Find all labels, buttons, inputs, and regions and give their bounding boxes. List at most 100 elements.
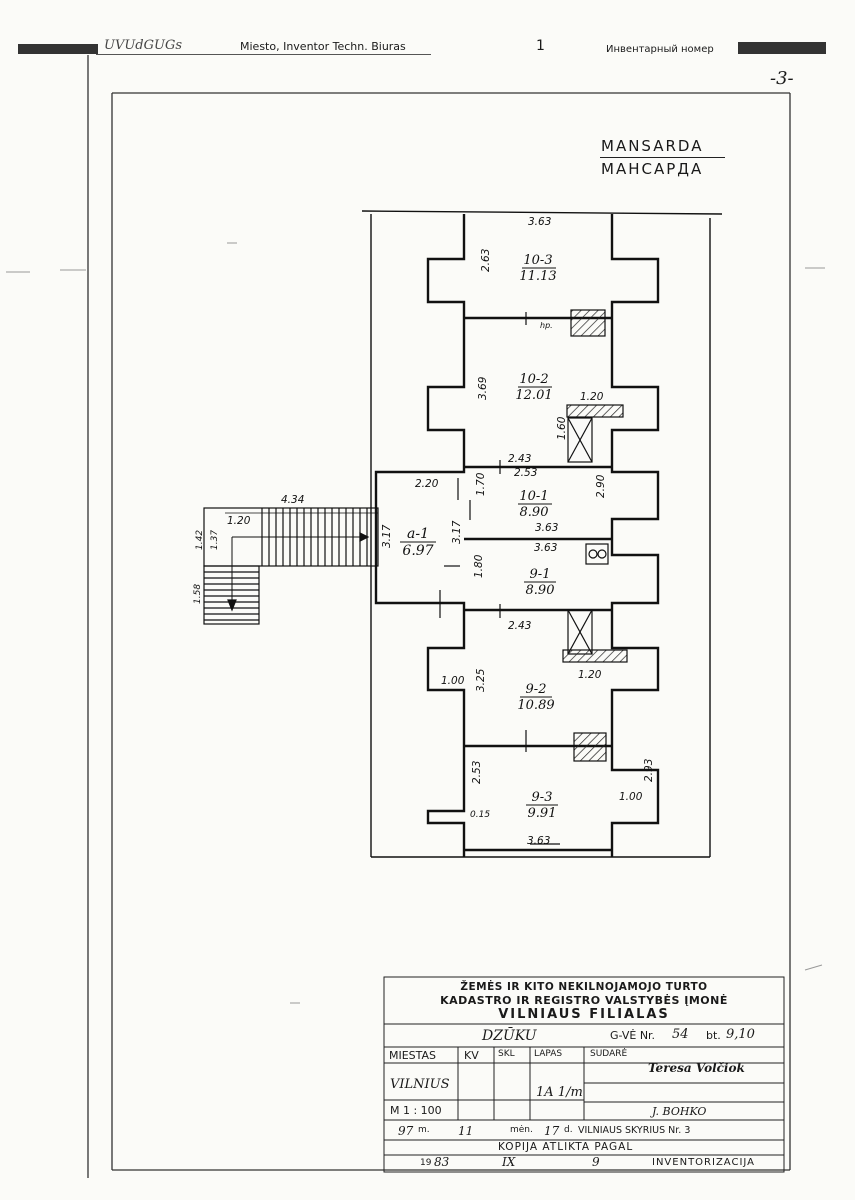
page-mark: 1 — [536, 38, 545, 54]
org-line3: VILNIAUS FILIALAS — [498, 1007, 670, 1022]
copy-label: KOPIJA ATLIKTA PAGAL — [498, 1141, 634, 1153]
date-year-label: m. — [418, 1125, 430, 1135]
svg-text:6.97: 6.97 — [402, 543, 433, 559]
col-sudare: SUDARĖ — [590, 1049, 628, 1059]
room-10-3: 10-311.13 — [519, 253, 556, 284]
dim-434: 4.34 — [281, 494, 304, 506]
date-day-label: d. — [564, 1125, 573, 1135]
dim-263: 2.63 — [480, 249, 492, 272]
dim-293: 2.93 — [643, 759, 655, 782]
svg-text:a-1: a-1 — [407, 526, 429, 542]
scan-marks — [6, 242, 825, 1004]
svg-text:9-1: 9-1 — [530, 567, 551, 582]
col-skl: SKL — [498, 1049, 515, 1059]
header-black-bar-right — [738, 42, 826, 54]
room-labels: 10-311.13 10-212.01 10-18.90 a-16.97 9-1… — [400, 253, 558, 821]
dim-243-a: 2.43 — [508, 453, 531, 465]
date-year: 97 — [398, 1124, 414, 1138]
dim-363-b: 3.63 — [535, 522, 558, 534]
dim-317-b: 3.17 — [451, 520, 463, 544]
dim-120-b: 1.20 — [578, 669, 602, 681]
street-no-label: G-VĖ Nr. — [610, 1029, 656, 1042]
street-name: DZŪKU — [482, 1028, 537, 1044]
header-black-bar-left — [18, 44, 98, 54]
dim-363-c: 3.63 — [534, 542, 557, 554]
dim-363-top: 3.63 — [528, 216, 551, 228]
dim-120-stair: 1.20 — [227, 515, 251, 527]
dim-363-bottom: 3.63 — [527, 835, 550, 847]
inventory-label: Инвентарный номер — [606, 44, 714, 55]
bt-label: bt. — [706, 1029, 721, 1042]
dim-142: 1.42 — [195, 530, 205, 550]
svg-text:8.90: 8.90 — [526, 583, 555, 598]
dim-253: 2.53 — [514, 467, 537, 479]
title-lt: MANSARDA — [601, 137, 704, 155]
header-handwriting: UVUdGUGs — [104, 38, 183, 53]
org-line1: ŽEMĖS IR KITO NEKILNOJAMOJO TURTO — [460, 981, 708, 993]
inv-year-prefix: 19 — [420, 1158, 432, 1168]
room-9-1: 9-18.90 — [524, 567, 556, 598]
org-line2: KADASTRO IR REGISTRO VALSTYBĖS ĮMONĖ — [440, 994, 728, 1007]
office: VILNIAUS SKYRIUS Nr. 3 — [578, 1125, 691, 1136]
svg-text:9-2: 9-2 — [526, 682, 547, 697]
dim-170: 1.70 — [475, 472, 487, 496]
header-underline — [96, 54, 431, 55]
col-lapas: LAPAS — [534, 1049, 563, 1059]
compiler-name: Teresa Volčiok — [648, 1061, 745, 1075]
dim-243-b: 2.43 — [508, 620, 531, 632]
dim-158: 1.58 — [193, 584, 203, 604]
dim-317-a: 3.17 — [381, 524, 393, 548]
title-underline — [600, 157, 725, 158]
room-a-1: a-16.97 — [400, 526, 436, 559]
col-kv: KV — [464, 1049, 479, 1062]
dim-hp: hp. — [540, 321, 553, 330]
title-block: ŽEMĖS IR KITO NEKILNOJAMOJO TURTO KADAST… — [384, 977, 784, 1172]
svg-text:11.13: 11.13 — [519, 269, 556, 284]
dim-220: 2.20 — [415, 478, 439, 490]
bt-no: 9,10 — [726, 1027, 755, 1042]
header-form-fields: Miesto, Inventor Techn. Biuras — [240, 40, 406, 53]
svg-text:9-3: 9-3 — [532, 790, 553, 805]
room-10-2: 10-212.01 — [515, 372, 552, 403]
room-10-1: 10-18.90 — [518, 489, 552, 520]
dim-180: 1.80 — [473, 554, 485, 578]
svg-text:12.01: 12.01 — [515, 388, 552, 403]
svg-text:10-2: 10-2 — [519, 372, 548, 387]
svg-text:8.90: 8.90 — [520, 505, 549, 520]
dim-100-a: 1.00 — [441, 675, 465, 687]
title-block-grid — [383, 976, 785, 1173]
scale: M 1 : 100 — [390, 1104, 442, 1117]
door-marks — [439, 312, 560, 845]
svg-text:10.89: 10.89 — [517, 698, 554, 713]
inv-month: IX — [502, 1155, 516, 1169]
title-ru: МАНСАРДА — [601, 160, 704, 178]
dim-120-a: 1.20 — [580, 391, 604, 403]
sheet-code: 1A 1/m — [536, 1085, 583, 1100]
col-miestas: MIESTAS — [389, 1049, 437, 1062]
dim-015: 0.15 — [470, 810, 490, 820]
inv-year: 83 — [434, 1155, 450, 1169]
sheet-number: -3- — [770, 68, 794, 89]
dim-290: 2.90 — [595, 474, 607, 498]
dim-325: 3.25 — [475, 668, 487, 692]
svg-text:10-3: 10-3 — [523, 253, 552, 268]
page-frame — [87, 55, 791, 1178]
dim-100-b: 1.00 — [619, 791, 643, 803]
dim-137: 1.37 — [210, 530, 220, 550]
svg-text:10-1: 10-1 — [519, 489, 548, 504]
svg-text:9.91: 9.91 — [528, 806, 557, 821]
dim-253-b: 2.53 — [471, 761, 483, 784]
date-day: 17 — [544, 1124, 560, 1138]
room-9-3: 9-39.91 — [526, 790, 558, 821]
city: VILNIUS — [390, 1077, 450, 1092]
dim-160: 1.60 — [556, 416, 568, 440]
street-no: 54 — [672, 1027, 689, 1042]
checker-name: J. BOHKO — [652, 1105, 707, 1118]
dimension-labels: 3.63 2.63 hp. 3.69 1.20 1.60 2.43 2.53 2… — [193, 216, 655, 847]
date-month: 11 — [458, 1124, 474, 1138]
dim-369: 3.69 — [477, 376, 489, 400]
chimneys — [562, 309, 628, 762]
room-9-2: 9-210.89 — [517, 682, 554, 713]
inv-label: INVENTORIZACIJA — [652, 1157, 756, 1168]
